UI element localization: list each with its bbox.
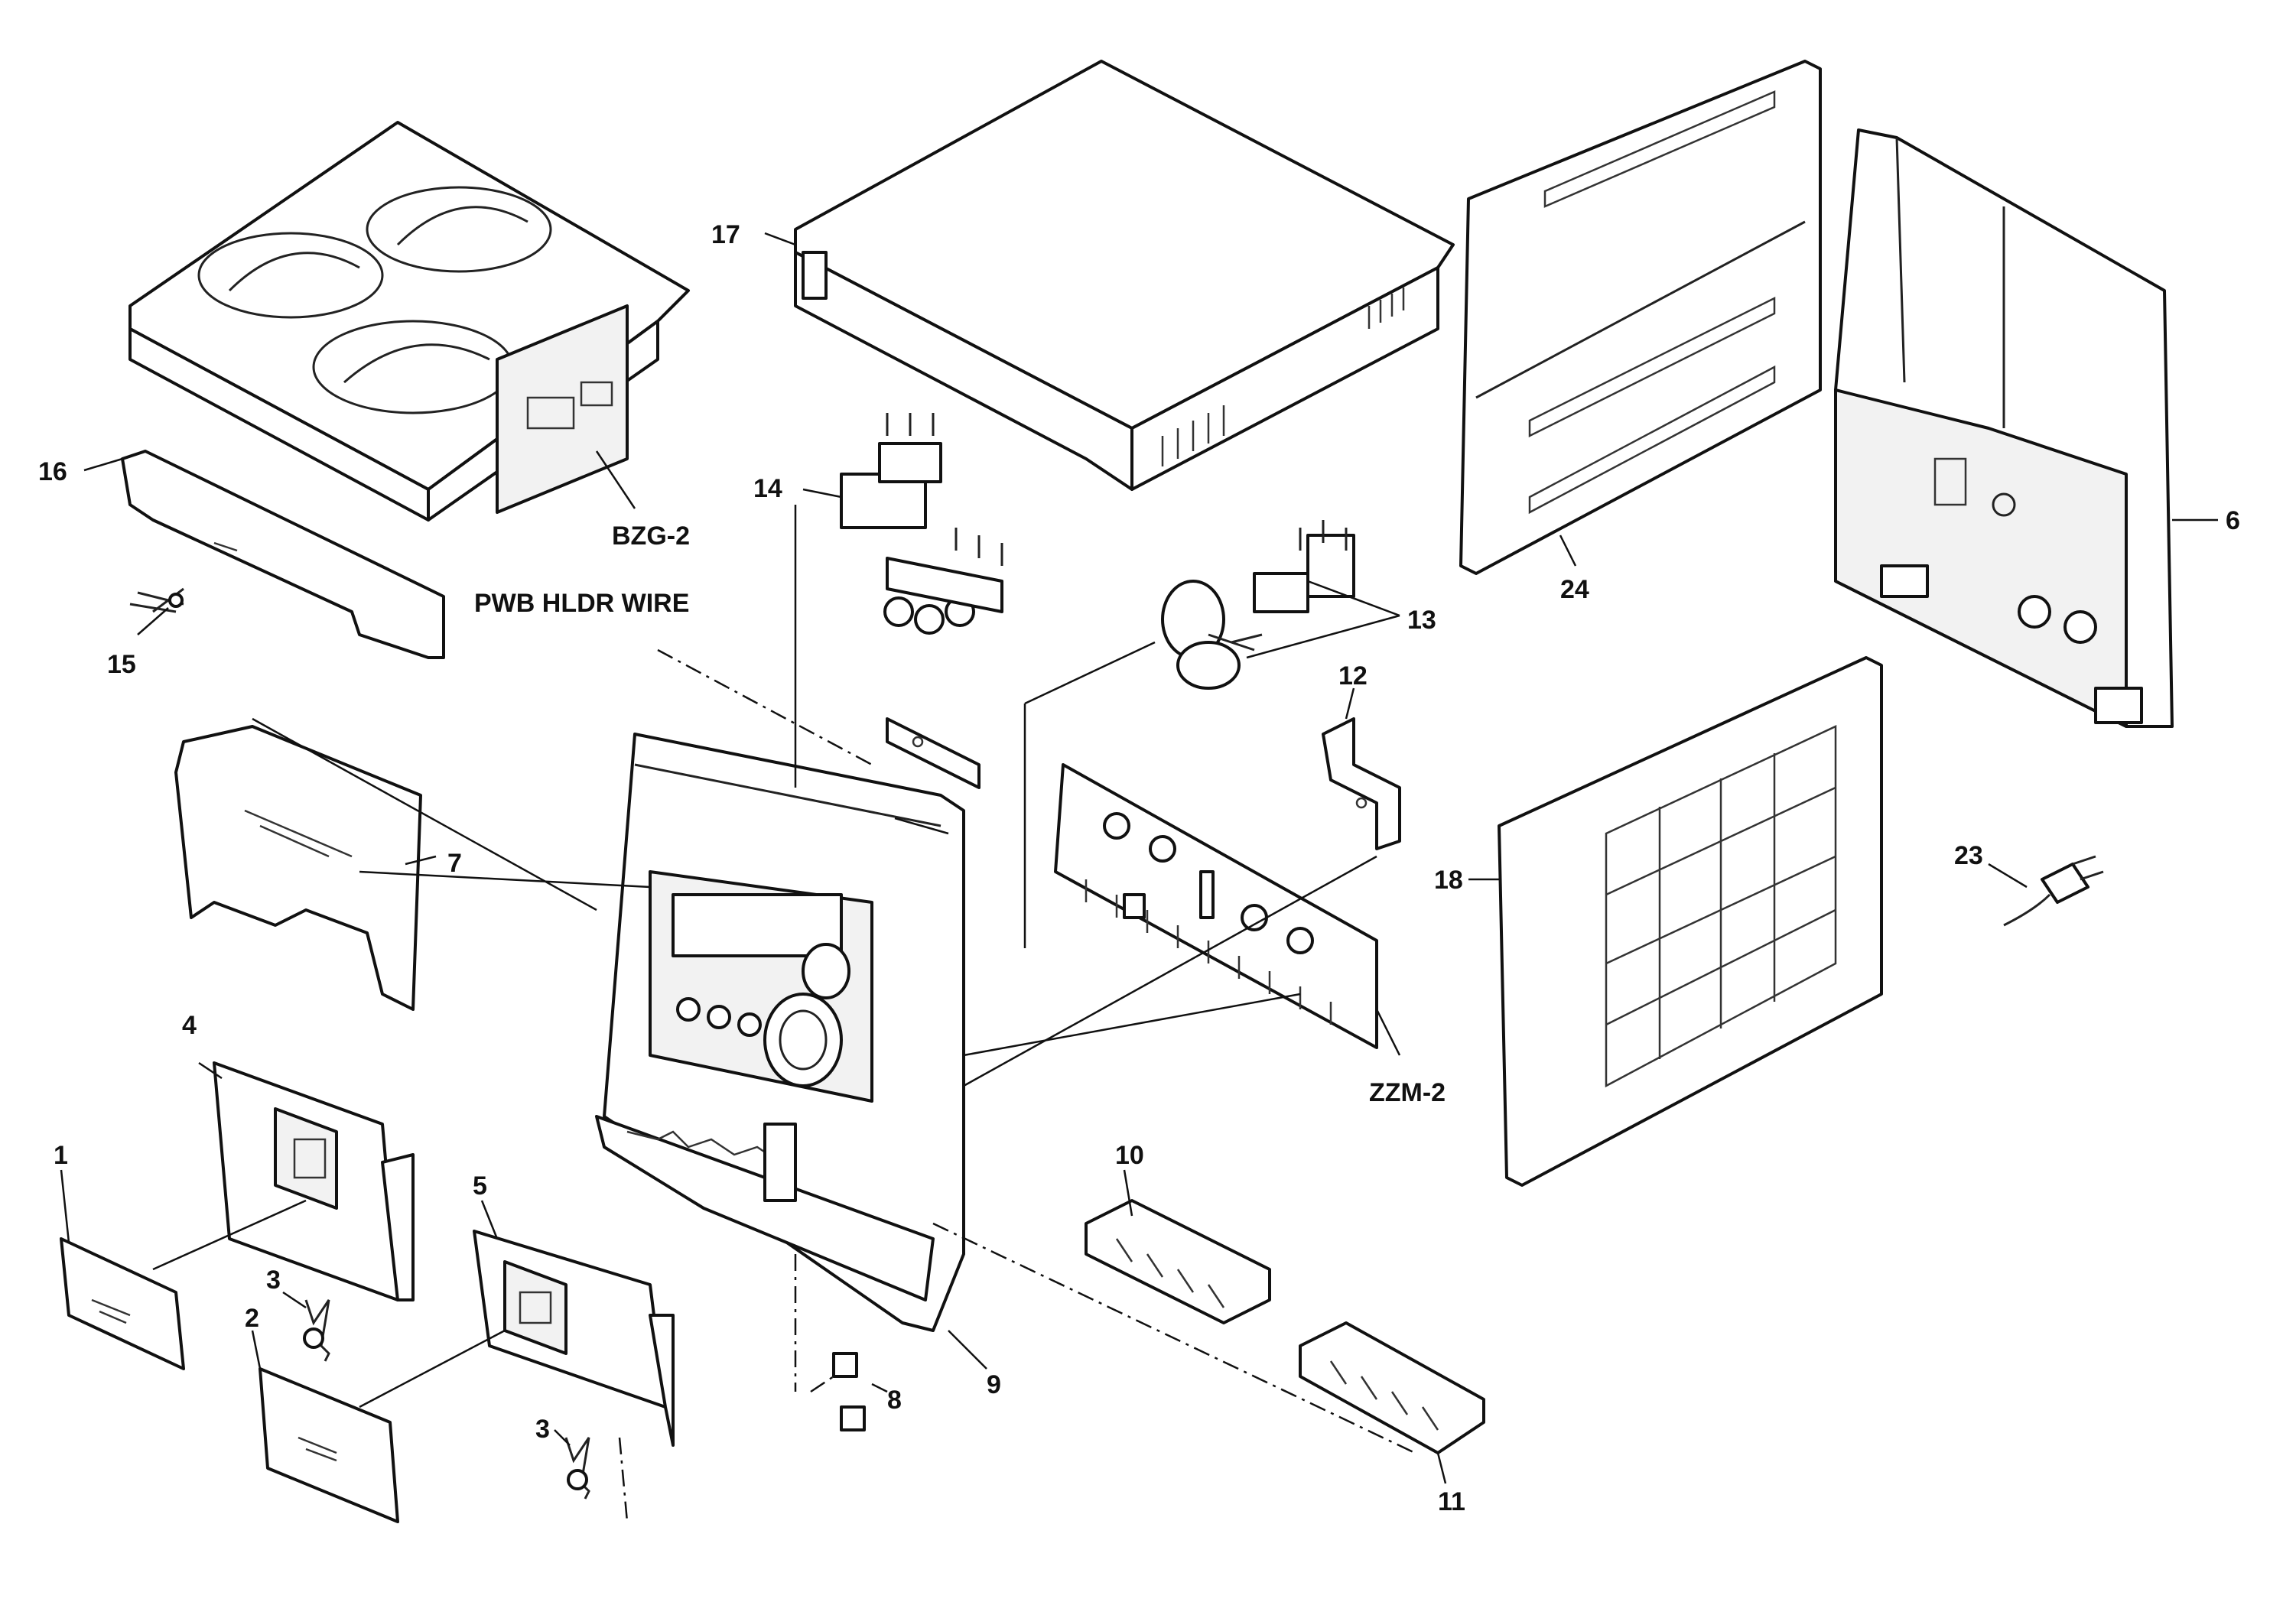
switch-holder-14 — [840, 413, 1003, 635]
label-part-16: 16 — [38, 457, 67, 486]
holder-5 — [473, 1230, 675, 1447]
label-part-13: 13 — [1407, 606, 1436, 635]
glass-window-1 — [60, 1237, 185, 1370]
button-assembly-11 — [1299, 1321, 1485, 1454]
label-part-10: 10 — [1115, 1141, 1144, 1170]
label-part-15: 15 — [107, 650, 136, 679]
bracket-12 — [1322, 717, 1401, 850]
label-part-9: 9 — [987, 1370, 1001, 1399]
front-panel — [595, 733, 965, 1332]
holder-4 — [213, 1061, 415, 1301]
label-part-18: 18 — [1434, 866, 1463, 895]
label-part-2: 2 — [245, 1304, 259, 1333]
pwb-holder — [886, 717, 981, 789]
glass-window-2 — [259, 1367, 399, 1523]
part-labels: 17 16 15 BZG-2 14 PWB HLDR WIRE 13 12 24… — [38, 220, 2240, 1516]
label-zzm2: ZZM-2 — [1369, 1078, 1446, 1107]
pwb-board-zzm2 — [1054, 763, 1378, 1049]
label-part-3-lower: 3 — [535, 1415, 550, 1444]
rear-cabinet — [1834, 128, 2174, 728]
label-part-7: 7 — [447, 849, 462, 878]
rear-panel — [1459, 60, 1822, 575]
cover-16 — [121, 450, 445, 659]
label-part-1: 1 — [54, 1141, 68, 1170]
top-cabinet — [794, 60, 1455, 491]
label-part-3-upper: 3 — [266, 1266, 281, 1295]
side-panel-18 — [1498, 656, 1883, 1187]
spring-3-lower — [564, 1437, 590, 1500]
label-part-5: 5 — [473, 1171, 487, 1201]
label-part-4: 4 — [182, 1011, 197, 1040]
leader-lines — [60, 232, 2218, 1522]
label-part-11: 11 — [1438, 1487, 1465, 1516]
label-part-24: 24 — [1560, 575, 1589, 604]
label-part-23: 23 — [1954, 841, 1983, 870]
label-part-17: 17 — [711, 220, 740, 249]
ac-cord-23 — [2003, 855, 2104, 927]
spring-3-upper — [303, 1299, 330, 1362]
switch-holder-13 — [1161, 520, 1355, 690]
button-assembly-10 — [1085, 1199, 1271, 1324]
label-pwb-hldr-wire: PWB HLDR WIRE — [474, 589, 689, 618]
cd-changer-mechanism-bzg2 — [128, 121, 690, 522]
cassette-door-7 — [174, 725, 422, 1011]
screws-15 — [129, 587, 184, 613]
buttons-8 — [832, 1352, 866, 1431]
label-part-6: 6 — [2226, 506, 2240, 535]
label-part-12: 12 — [1338, 661, 1368, 691]
label-part-14: 14 — [753, 474, 782, 503]
label-part-8: 8 — [887, 1386, 902, 1415]
label-bzg2: BZG-2 — [612, 522, 690, 551]
